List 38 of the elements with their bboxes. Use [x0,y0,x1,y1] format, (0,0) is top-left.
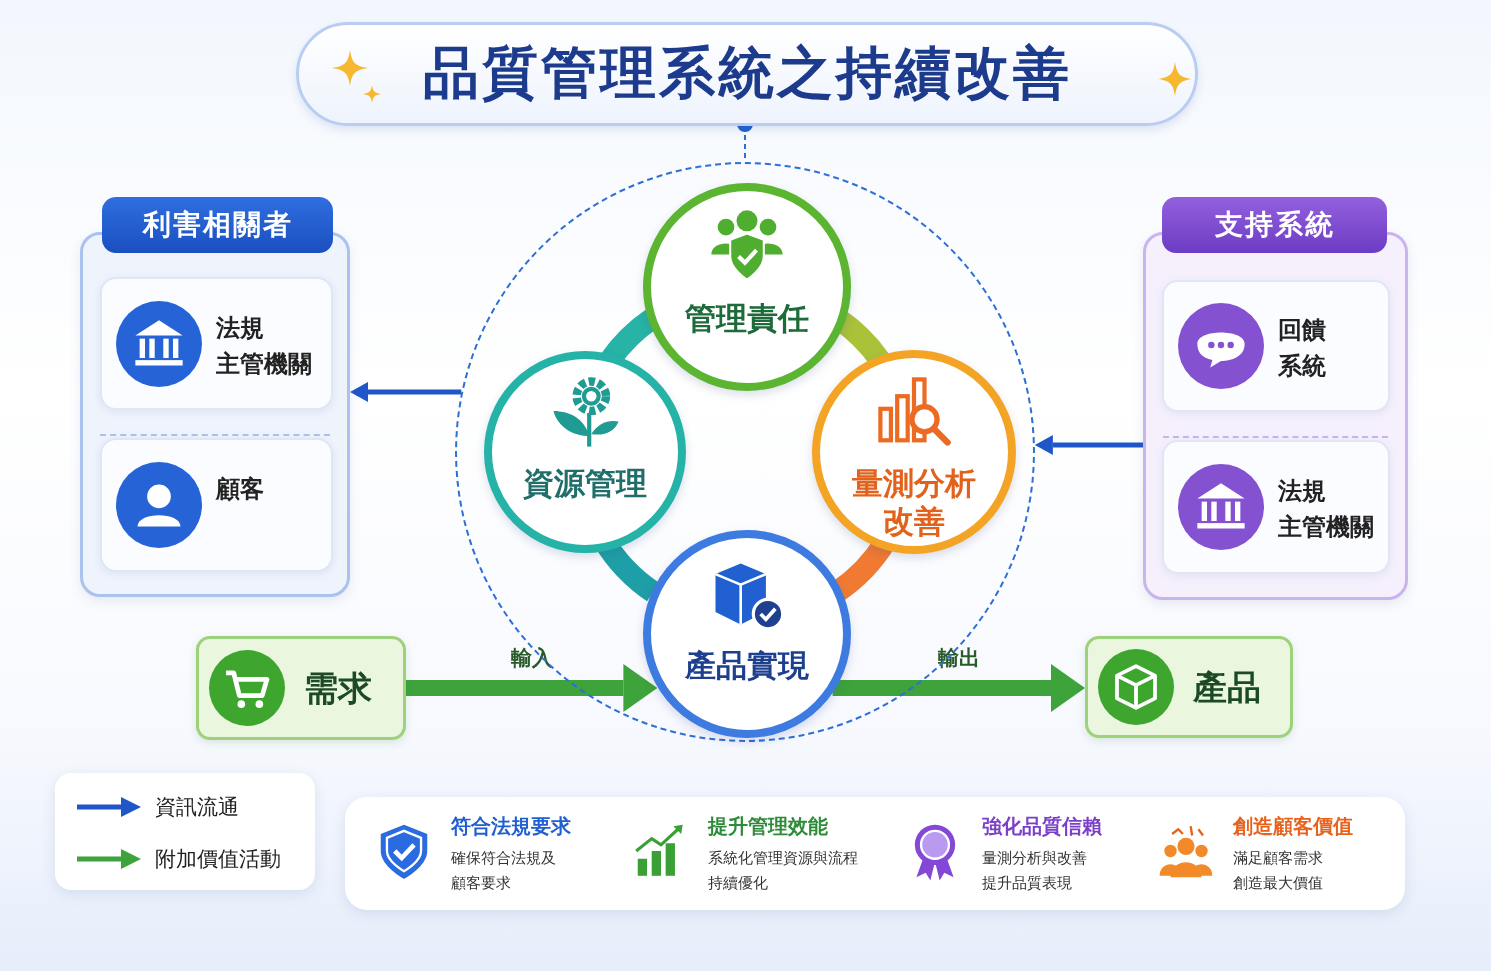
dashed-circle [455,162,1035,742]
arrow [406,664,658,712]
box-label: 產品 [1193,666,1261,709]
card-label: 回饋系統 [1278,315,1327,382]
title-banner: 品質管理系統之持續改善 [296,22,1198,126]
benefit-heading: 創造顧客價值 [1233,813,1353,840]
process-circle [812,350,1016,554]
circle-label: 管理責任 [684,299,810,337]
circle-label: 資源管理 [522,464,648,502]
panel-header: 支持系統 [1162,197,1387,253]
edge-label: 輸出 [937,645,981,672]
benefit-heading: 符合法規要求 [451,813,571,840]
circle-label: 量測分析改善 [851,464,977,540]
benefit-text: 滿足顧客需求創造最大價值 [1233,848,1324,894]
info-card [1162,280,1390,412]
process-circle [643,530,851,738]
benefit-text: 量測分析與改善提升品質表現 [982,848,1088,894]
box-label: 需求 [304,667,372,710]
arrow [1034,435,1143,455]
io-box [196,636,406,740]
info-card [100,277,333,410]
card-label: 顧客 [216,474,265,505]
benefit-heading: 提升管理效能 [708,813,828,840]
arrow [832,664,1085,712]
arrow [350,382,462,402]
io-box [1085,636,1293,738]
benefit-text: 確保符合法規及顧客要求 [451,848,557,894]
legend-label: 資訊流通 [155,794,239,821]
card-label: 法規主管機關 [1278,476,1375,543]
panel-header: 利害相關者 [102,197,333,253]
edge-label: 輸入 [510,645,554,672]
legend-label: 附加價值活動 [155,846,281,873]
info-card [100,438,333,572]
card-label: 法規主管機關 [216,312,313,380]
info-card [1162,440,1390,574]
circle-label: 產品實現 [684,646,810,684]
benefit-text: 系統化管理資源與流程持續優化 [708,848,859,894]
benefit-heading: 強化品質信賴 [982,813,1102,840]
